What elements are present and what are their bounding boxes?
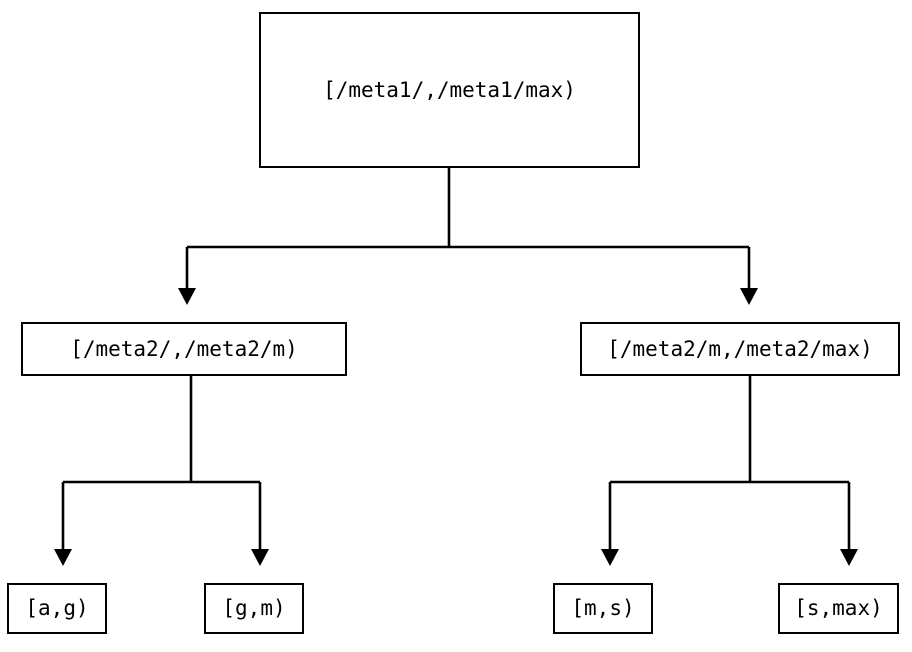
- tree-leaf-m-s-label: [m,s): [571, 596, 635, 620]
- tree-node-meta2-upper[interactable]: [/meta2/m,/meta2/max): [580, 322, 900, 376]
- tree-node-root[interactable]: [/meta1/,/meta1/max): [259, 12, 640, 168]
- tree-leaf-s-max-label: [s,max): [794, 596, 883, 620]
- tree-leaf-a-g-label: [a,g): [25, 596, 89, 620]
- tree-leaf-a-g[interactable]: [a,g): [7, 583, 107, 634]
- edge-l2left-to-leaves: [54, 376, 269, 566]
- tree-node-meta2-lower-label: [/meta2/,/meta2/m): [70, 336, 298, 361]
- edge-root-to-level2: [178, 168, 758, 305]
- edge-l2right-to-leaves: [601, 376, 858, 566]
- tree-node-root-label: [/meta1/,/meta1/max): [323, 77, 576, 102]
- tree-leaf-s-max[interactable]: [s,max): [778, 583, 899, 634]
- tree-leaf-g-m[interactable]: [g,m): [204, 583, 304, 634]
- tree-leaf-m-s[interactable]: [m,s): [553, 583, 653, 634]
- tree-node-meta2-lower[interactable]: [/meta2/,/meta2/m): [21, 322, 347, 376]
- tree-node-meta2-upper-label: [/meta2/m,/meta2/max): [607, 336, 873, 361]
- tree-leaf-g-m-label: [g,m): [222, 596, 286, 620]
